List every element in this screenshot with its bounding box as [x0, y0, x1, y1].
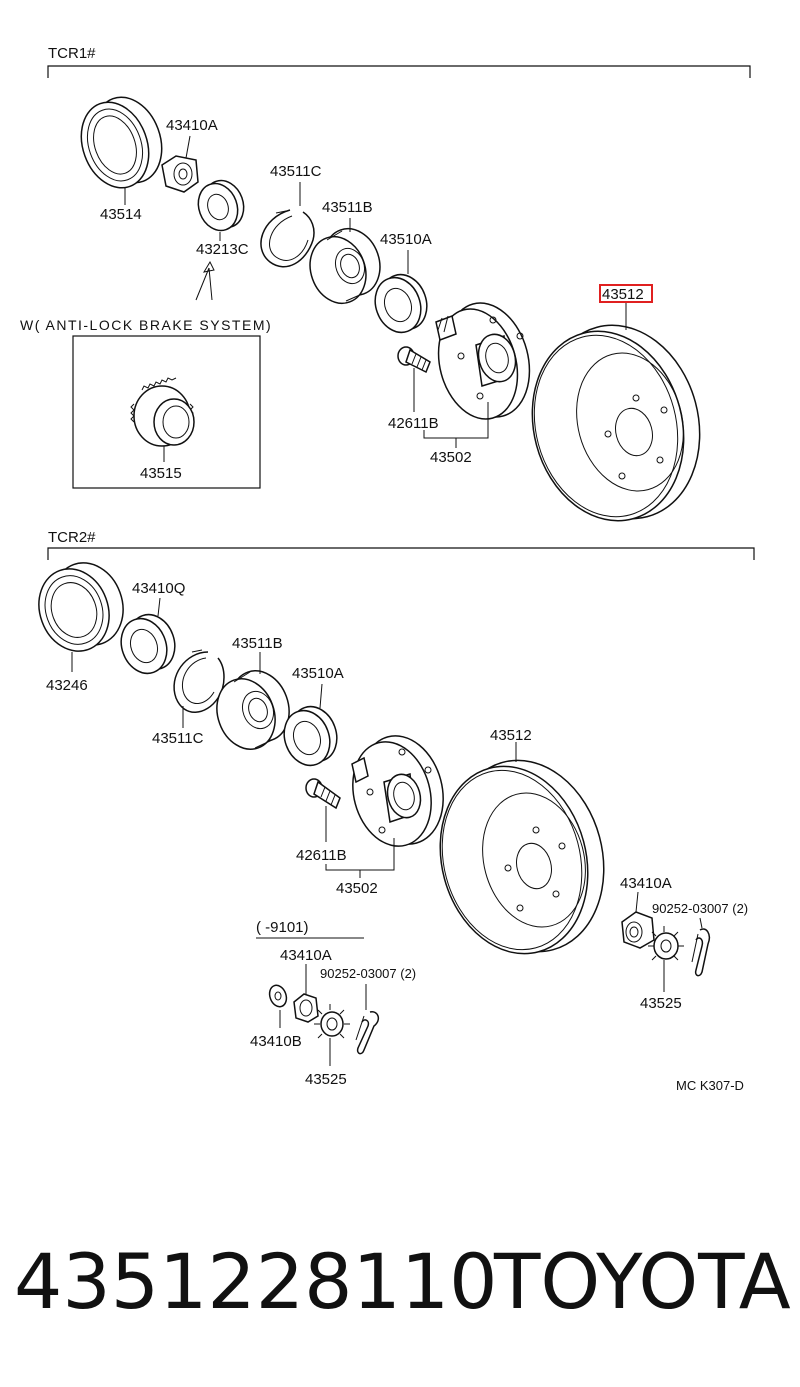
part-43410A-nut[interactable] — [161, 155, 199, 193]
label-43502-top: 43502 — [430, 449, 472, 466]
label-43510A-bottom: 43510A — [292, 665, 344, 682]
section-title-tcr1: TCR1# — [48, 45, 96, 62]
label-43511C-bottom: 43511C — [152, 730, 204, 747]
label-90252-right: 90252-03007 (2) — [652, 901, 748, 916]
label-43515: 43515 — [140, 465, 182, 482]
part-43410B-washer[interactable] — [267, 983, 290, 1009]
label-43510A-top: 43510A — [380, 231, 432, 248]
part-43511C-snap-ring[interactable] — [260, 209, 315, 268]
part-43246-dust-cover[interactable] — [28, 553, 135, 661]
part-43511B-bearing-b[interactable] — [207, 663, 298, 758]
diagram-code: MC K307-D — [676, 1078, 744, 1093]
footer-brand: TOYOTA — [493, 1237, 791, 1326]
label-43511B-top: 43511B — [322, 199, 373, 216]
highlight-box-43512 — [599, 284, 653, 303]
range-note: ( -9101) — [256, 919, 309, 936]
label-43410A-top: 43410A — [166, 117, 218, 134]
label-43410B: 43410B — [250, 1033, 302, 1050]
part-43502-hub-b[interactable] — [342, 727, 455, 856]
label-43410A-lower: 43410A — [280, 947, 332, 964]
abs-note: W( ANTI-LOCK BRAKE SYSTEM) — [20, 317, 272, 333]
part-43510A-oil-seal-b[interactable] — [277, 700, 344, 772]
label-43410A-right: 43410A — [620, 875, 672, 892]
part-42611B-hub-bolt-b[interactable] — [305, 778, 341, 810]
label-42611B-bottom: 42611B — [296, 847, 347, 864]
abs-box — [72, 335, 261, 489]
part-90252-cotter-pin-b[interactable] — [691, 928, 711, 977]
label-43525-lower: 43525 — [305, 1071, 347, 1088]
label-43525-right: 43525 — [640, 995, 682, 1012]
part-43525-lock-cap-c[interactable] — [314, 1004, 350, 1044]
label-43511C-top: 43511C — [270, 163, 322, 180]
part-43410Q-bearing[interactable] — [114, 608, 182, 680]
part-43511C-snap-ring-b[interactable] — [173, 649, 225, 713]
part-43512-disc-top[interactable] — [512, 308, 721, 538]
part-43510A-oil-seal[interactable] — [368, 268, 434, 339]
footer-part-number: 4351228110 — [14, 1237, 498, 1326]
label-43511B-bottom: 43511B — [232, 635, 283, 652]
label-43512-top[interactable]: 43512 — [602, 286, 644, 303]
label-43502-bottom: 43502 — [336, 880, 378, 897]
label-42611B-top: 42611B — [388, 415, 439, 432]
label-43213C: 43213C — [196, 241, 249, 258]
part-43410A-nut-b[interactable] — [621, 911, 655, 949]
part-43514-dust-cover[interactable] — [70, 88, 173, 198]
part-42611B-hub-bolt[interactable] — [397, 346, 431, 374]
section-bracket-tcr1 — [47, 65, 751, 78]
part-90252-cotter-pin-c[interactable] — [355, 1011, 380, 1055]
part-43213C-bearing[interactable] — [192, 175, 250, 236]
part-43511B-bearing[interactable] — [301, 221, 389, 311]
part-43515-abs-rotor[interactable] — [130, 377, 195, 447]
label-90252-lower: 90252-03007 (2) — [320, 966, 416, 981]
part-43512-disc-bottom[interactable] — [420, 743, 625, 970]
part-43410A-nut-c[interactable] — [293, 993, 319, 1023]
label-43514: 43514 — [100, 206, 142, 223]
section-bracket-tcr2 — [47, 547, 755, 560]
label-43512-bottom[interactable]: 43512 — [490, 727, 532, 744]
label-43246: 43246 — [46, 677, 88, 694]
part-43502-hub[interactable] — [427, 294, 542, 428]
section-title-tcr2: TCR2# — [48, 529, 96, 546]
label-43410Q: 43410Q — [132, 580, 185, 597]
